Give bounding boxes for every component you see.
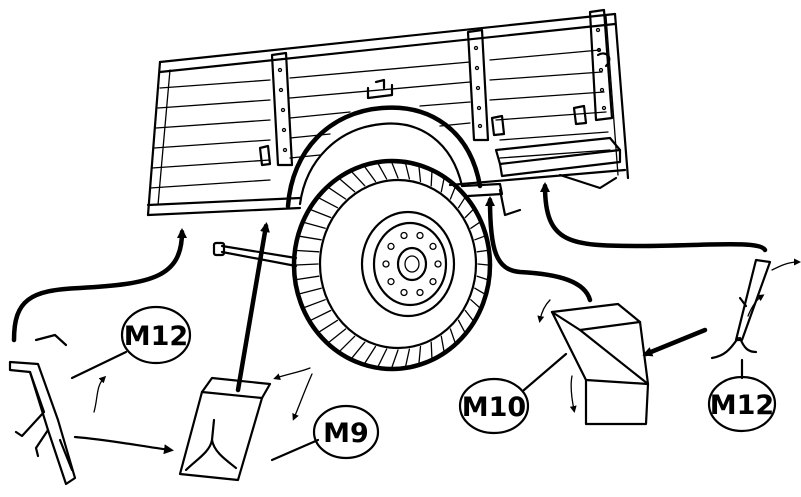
tire-tread xyxy=(295,162,489,368)
assembly-arrows xyxy=(11,182,768,455)
part-m9 xyxy=(178,376,272,482)
label-m10-text: M10 xyxy=(462,392,526,423)
side-stakes xyxy=(270,8,614,167)
label-m12-left: M12 xyxy=(70,305,192,380)
hint-arrows xyxy=(93,258,801,421)
part-m10 xyxy=(550,302,650,426)
label-m9: M9 xyxy=(270,404,380,462)
stake-rivets xyxy=(277,27,607,153)
label-m12-right: M12 xyxy=(707,358,777,433)
wheel-bolt-holes xyxy=(382,231,442,297)
rear-step xyxy=(494,136,622,217)
axle-stub xyxy=(212,241,298,268)
wheel xyxy=(291,158,493,372)
label-m12-right-text: M12 xyxy=(710,390,774,421)
label-m12-left-text: M12 xyxy=(124,321,188,352)
label-m9-text: M9 xyxy=(323,418,369,449)
part-m12-left xyxy=(8,333,77,486)
latches xyxy=(258,52,611,167)
wheel-arch xyxy=(285,105,483,209)
part-m12-right xyxy=(710,258,772,360)
trailer-body xyxy=(146,8,630,268)
label-m10: M10 xyxy=(458,352,568,435)
side-planks xyxy=(149,49,611,206)
